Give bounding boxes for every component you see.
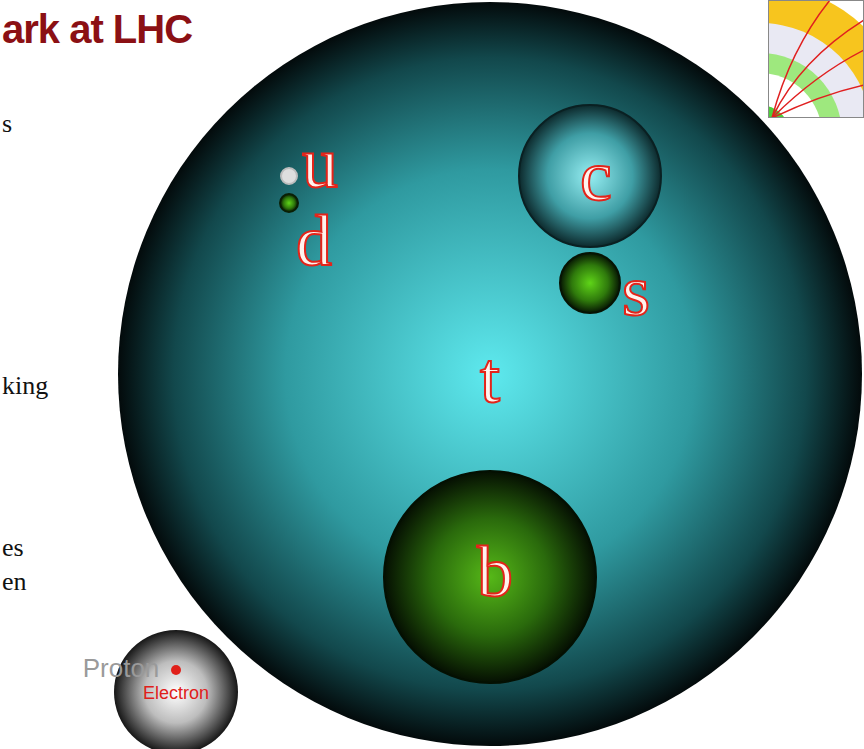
circle-fill <box>118 2 862 746</box>
strange-quark-circle: s <box>559 252 621 314</box>
quark-letter: u <box>302 127 338 199</box>
slide-text-fragment: es <box>2 535 24 561</box>
up-quark-circle: u <box>280 167 298 185</box>
circle-outline <box>280 167 298 185</box>
circle-fill <box>384 471 596 683</box>
circle-fill <box>114 630 238 749</box>
quark-letter: d <box>296 205 332 277</box>
down-quark-circle: d <box>279 193 299 213</box>
quark-letter: s <box>622 255 650 327</box>
quark-letter: b <box>477 536 513 608</box>
circle-fill <box>560 253 620 313</box>
circle-fill <box>281 168 297 184</box>
circle-fill <box>519 105 661 247</box>
proton-label: Proton <box>83 655 160 681</box>
circle-outline <box>559 252 621 314</box>
slide-title: ark at LHC <box>2 9 192 49</box>
electron-label: Electron <box>143 684 209 702</box>
slide-text-fragment: king <box>2 373 48 399</box>
top-quark-circle: tudcsb <box>118 2 862 746</box>
circle-fill <box>280 194 298 212</box>
slide-text-fragment: s <box>2 111 12 137</box>
charm-quark-circle: c <box>518 104 662 248</box>
quark-letter: c <box>580 140 612 212</box>
circle-fill <box>171 665 181 675</box>
bottom-quark-circle: b <box>383 470 597 684</box>
quark-letter: t <box>480 342 500 414</box>
slide-text-fragment: en <box>2 569 27 595</box>
proton-circle: ProtonElectron <box>114 630 238 749</box>
circle-outline <box>171 665 181 675</box>
electron-dot: Electron <box>171 665 181 675</box>
